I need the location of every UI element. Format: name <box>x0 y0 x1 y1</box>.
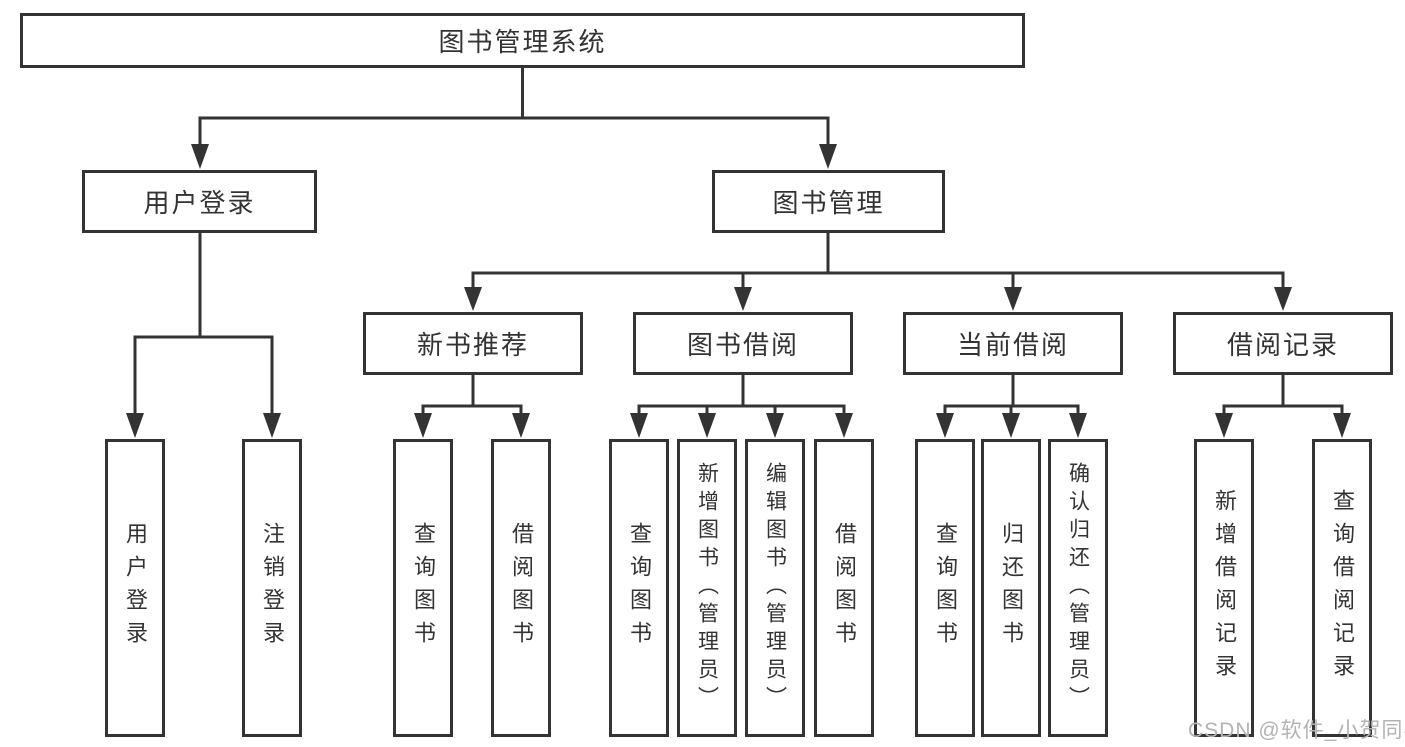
leaf-borrowing-add-books-label: 新增图书（管理员） <box>695 462 719 714</box>
leaf-recommend-query-books-label: 查询图书 <box>411 522 436 654</box>
connector-current-borrowing-split <box>936 375 1087 438</box>
leaf-borrowing-add-books: 新增图书（管理员） <box>677 439 737 737</box>
leaf-recommend-borrow-books-label: 借阅图书 <box>509 522 534 654</box>
node-user-login: 用户登录 <box>82 170 317 233</box>
leaf-user-login-label: 用户登录 <box>123 522 148 654</box>
node-book-management: 图书管理 <box>712 170 945 233</box>
node-book-management-label: 图书管理 <box>772 188 885 218</box>
connector-root-split <box>191 68 837 169</box>
node-system-root-label: 图书管理系统 <box>438 27 607 57</box>
node-book-borrowing-label: 图书借阅 <box>686 330 799 360</box>
leaf-current-query-books-label: 查询图书 <box>933 522 958 654</box>
leaf-borrowing-query-books-label: 查询图书 <box>627 522 652 654</box>
leaf-records-add-record: 新增借阅记录 <box>1194 439 1254 737</box>
leaf-current-confirm-return: 确认归还（管理员） <box>1048 439 1108 737</box>
leaf-borrowing-borrow-books-label: 借阅图书 <box>832 522 857 654</box>
leaf-recommend-query-books: 查询图书 <box>393 439 453 737</box>
node-user-login-label: 用户登录 <box>143 188 256 218</box>
node-new-book-recommendation-label: 新书推荐 <box>416 330 529 360</box>
leaf-borrowing-edit-books: 编辑图书（管理员） <box>745 439 805 737</box>
leaf-current-return-books-label: 归还图书 <box>999 522 1024 654</box>
leaf-logout-label: 注销登录 <box>260 522 285 654</box>
leaf-logout: 注销登录 <box>242 439 302 737</box>
leaf-user-login: 用户登录 <box>105 439 165 737</box>
leaf-records-query-record: 查询借阅记录 <box>1312 439 1372 737</box>
node-current-borrowing: 当前借阅 <box>903 312 1123 375</box>
leaf-current-query-books: 查询图书 <box>915 439 975 737</box>
connector-recommendation-split <box>414 375 530 438</box>
node-system-root: 图书管理系统 <box>20 13 1025 68</box>
leaf-records-add-record-label: 新增借阅记录 <box>1212 489 1237 687</box>
leaf-borrowing-edit-books-label: 编辑图书（管理员） <box>763 462 787 714</box>
connector-user-login-split <box>126 233 281 438</box>
leaf-current-return-books: 归还图书 <box>981 439 1041 737</box>
leaf-records-query-record-label: 查询借阅记录 <box>1330 489 1355 687</box>
connector-book-management-split <box>464 233 1292 311</box>
connector-book-borrowing-split <box>630 375 853 438</box>
node-borrowing-records-label: 借阅记录 <box>1226 330 1339 360</box>
node-borrowing-records: 借阅记录 <box>1173 312 1393 375</box>
connector-borrowing-records-split <box>1215 375 1351 438</box>
node-current-borrowing-label: 当前借阅 <box>956 330 1069 360</box>
leaf-recommend-borrow-books: 借阅图书 <box>491 439 551 737</box>
node-new-book-recommendation: 新书推荐 <box>363 312 583 375</box>
watermark: CSDN @软件_小贺同学 <box>1188 719 1405 742</box>
node-book-borrowing: 图书借阅 <box>633 312 853 375</box>
leaf-borrowing-borrow-books: 借阅图书 <box>814 439 874 737</box>
leaf-borrowing-query-books: 查询图书 <box>609 439 669 737</box>
leaf-current-confirm-return-label: 确认归还（管理员） <box>1066 462 1090 714</box>
